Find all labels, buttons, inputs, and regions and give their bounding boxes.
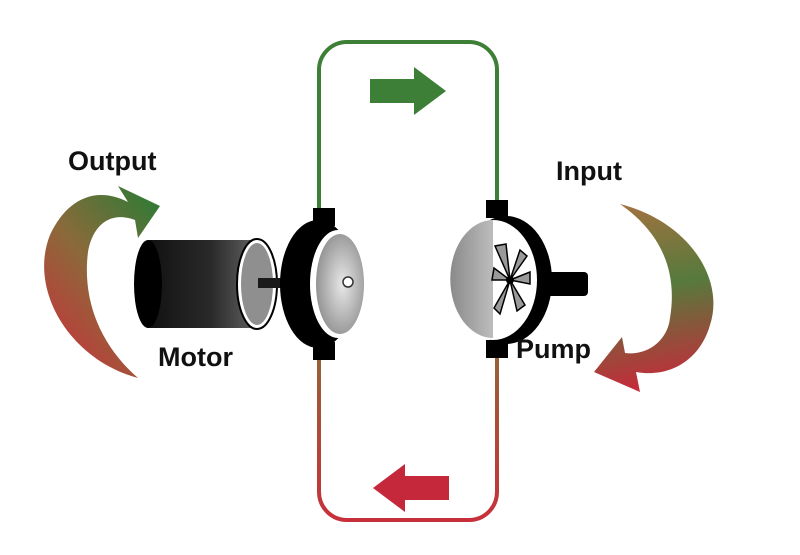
motor-coupling xyxy=(280,208,366,360)
output-label: Output xyxy=(68,146,157,176)
output-curved-arrow xyxy=(44,186,160,378)
input-label: Input xyxy=(556,156,622,186)
motor xyxy=(134,238,288,330)
pump-label: Pump xyxy=(516,334,592,364)
input-curved-arrow xyxy=(594,204,714,392)
flow-arrow-right xyxy=(370,67,446,115)
motor-label: Motor xyxy=(158,342,233,372)
pump xyxy=(449,200,588,358)
flow-arrow-left xyxy=(373,464,449,512)
